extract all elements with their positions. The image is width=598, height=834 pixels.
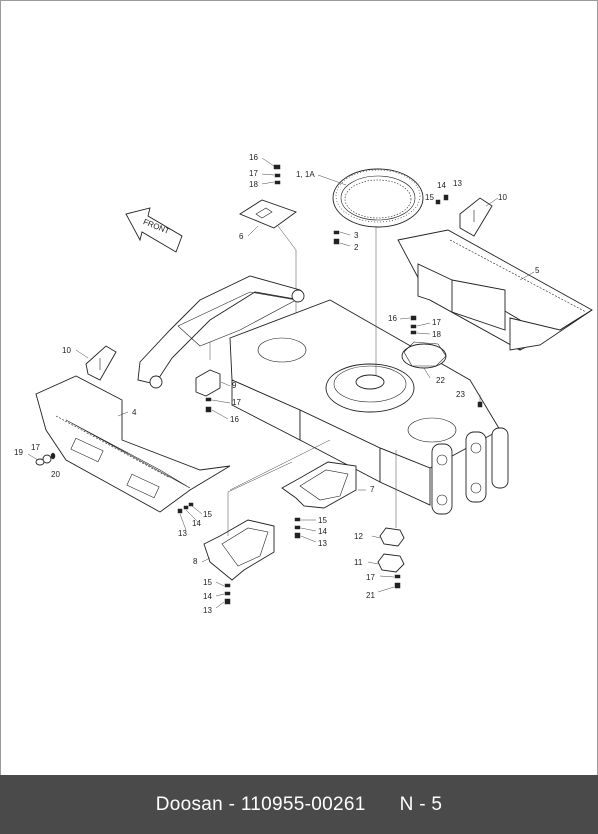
side-bracket-5 [397,229,593,351]
callout-16: 16 [230,415,239,424]
callout-labels: 16 17 18 1, 1A 14 13 15 10 6 3 2 5 16 17… [14,153,540,615]
leader-lines [27,157,535,609]
brand-name: Doosan [155,793,223,815]
lifting-bracket-10-left [85,345,117,381]
callout-2: 2 [354,243,359,252]
front-arrow: FRONT [125,207,183,253]
callout-15: 15 [318,516,327,525]
lifting-bracket-10-right [459,197,493,237]
part-number: 110955-00261 [240,793,366,815]
callout-8: 8 [193,557,198,566]
callout-10: 10 [62,346,71,355]
callout-14: 14 [318,527,327,536]
callout-14: 14 [437,181,446,190]
callout-13: 13 [203,606,212,615]
callout-12: 12 [354,532,363,541]
page-code: N - 5 [399,793,443,815]
cover-plate-22 [401,341,447,369]
caption-separator: - [228,793,236,815]
callout-19: 19 [14,448,23,457]
exploded-parts-diagram: FRONT [14,153,593,615]
cover-plate-6 [239,199,297,320]
callout-15: 15 [203,578,212,587]
callout-17: 17 [366,573,375,582]
callout-5: 5 [535,266,540,275]
cover-9 [195,342,221,397]
callout-20: 20 [51,470,60,479]
callout-17: 17 [232,398,241,407]
callout-17: 17 [432,318,441,327]
side-bracket-4 [35,375,231,513]
callout-16: 16 [249,153,258,162]
callout-18: 18 [249,180,258,189]
callout-16: 16 [388,314,397,323]
callout-13: 13 [318,539,327,548]
callout-9: 9 [232,381,237,390]
callout-11: 11 [354,558,363,567]
swing-bearing-ring [332,168,424,228]
callout-17: 17 [31,443,40,452]
cover-12 [379,527,405,547]
center-frame [137,226,509,515]
callout-13: 13 [453,179,462,188]
under-cover-7 [229,439,357,509]
callout-23: 23 [456,390,465,399]
callout-10: 10 [498,193,507,202]
callout-4: 4 [132,408,137,417]
callout-7: 7 [370,485,375,494]
cover-11 [377,450,405,573]
callout-15: 15 [203,510,212,519]
callout-6: 6 [239,232,244,241]
footer-bar: Doosan - 110955-00261 N - 5 [0,775,598,834]
footer-caption: Doosan - 110955-00261 N - 5 [156,794,443,816]
callout-22: 22 [436,376,445,385]
callout-14: 14 [203,592,212,601]
callout-18: 18 [432,330,441,339]
callout-17: 17 [249,169,258,178]
callout-15: 15 [425,193,434,202]
callout-1-1a: 1, 1A [296,170,315,179]
under-cover-8 [203,461,293,581]
callout-13: 13 [178,529,187,538]
callout-3: 3 [354,231,359,240]
fastener-stacks [35,164,483,605]
callout-14: 14 [192,519,201,528]
callout-21: 21 [366,591,375,600]
